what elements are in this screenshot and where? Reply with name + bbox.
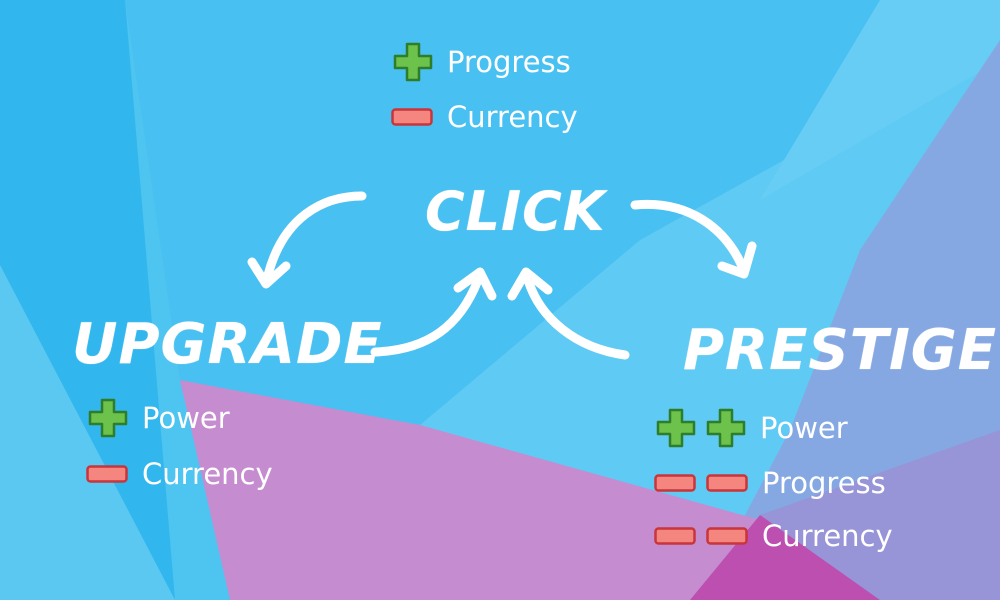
upgrade-effect-power: Power bbox=[88, 398, 230, 438]
minus-icon bbox=[86, 465, 128, 483]
effect-label: Currency bbox=[447, 100, 578, 134]
plus-icon bbox=[656, 408, 696, 448]
effect-label: Progress bbox=[447, 45, 571, 79]
effect-label: Progress bbox=[762, 466, 886, 500]
plus-icon bbox=[393, 42, 433, 82]
upgrade-effect-currency: Currency bbox=[86, 457, 273, 491]
minus-icon bbox=[654, 527, 696, 545]
minus-icon bbox=[706, 474, 748, 492]
effect-label: Currency bbox=[142, 457, 273, 491]
plus-icon bbox=[88, 398, 128, 438]
prestige-title: PRESTIGE bbox=[683, 318, 998, 383]
click-effect-currency: Currency bbox=[391, 100, 578, 134]
prestige-effect-currency: Currency bbox=[654, 519, 893, 553]
effect-label: Power bbox=[760, 411, 848, 445]
minus-icon bbox=[391, 108, 433, 126]
prestige-effect-power: Power bbox=[656, 408, 848, 448]
minus-icon bbox=[654, 474, 696, 492]
click-effect-progress: Progress bbox=[393, 42, 571, 82]
plus-icon bbox=[706, 408, 746, 448]
effect-label: Currency bbox=[762, 519, 893, 553]
click-title: CLICK bbox=[425, 180, 606, 243]
minus-icon bbox=[706, 527, 748, 545]
prestige-effect-progress: Progress bbox=[654, 466, 886, 500]
upgrade-title: UPGRADE bbox=[72, 312, 383, 377]
effect-label: Power bbox=[142, 401, 230, 435]
